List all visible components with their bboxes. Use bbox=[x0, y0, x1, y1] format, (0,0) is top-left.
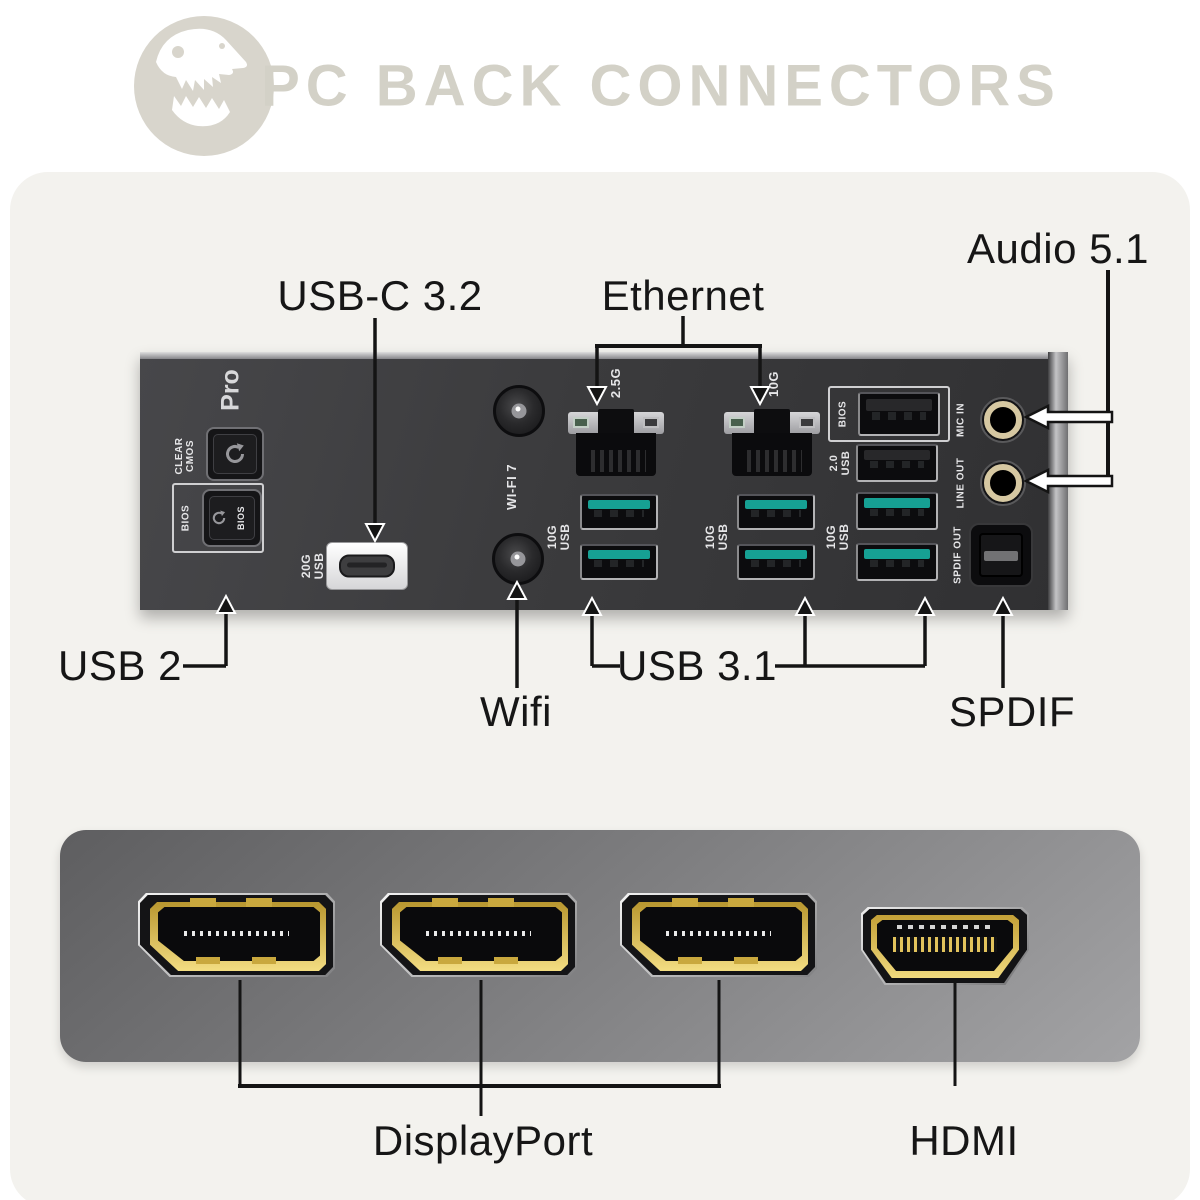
mic-in-jack bbox=[980, 397, 1026, 443]
usb-3-port bbox=[856, 543, 938, 581]
clear-cmos-button-face bbox=[213, 434, 257, 474]
ethernet-led bbox=[573, 417, 589, 428]
wifi-antenna-connector-2 bbox=[492, 533, 544, 585]
ethernet-10g-label: 10G bbox=[765, 370, 781, 398]
clear-cmos-label: CLEAR CMOS bbox=[174, 437, 196, 475]
ethernet-port-10g bbox=[724, 409, 820, 476]
usb-20-label: 2.0 USB bbox=[827, 450, 852, 476]
bios-button-face: BIOS bbox=[209, 496, 255, 540]
usb-3-port bbox=[856, 492, 938, 530]
annotation-usb2: USB 2 bbox=[58, 642, 182, 689]
usb-3-port bbox=[580, 494, 658, 530]
wifi-antenna-connector-1 bbox=[493, 385, 545, 437]
bios-port-label: BIOS bbox=[837, 400, 849, 428]
usb-3-port bbox=[737, 494, 815, 530]
annotation-displayport: DisplayPort bbox=[372, 1117, 594, 1164]
page-title: PC BACK CONNECTORS bbox=[261, 53, 1061, 119]
ethernet-2-5g-label: 2.5G bbox=[607, 367, 623, 399]
ethernet-led bbox=[643, 417, 659, 428]
displayport-port-2 bbox=[380, 893, 577, 977]
ethernet-led bbox=[729, 417, 745, 428]
usb-c-port bbox=[326, 542, 408, 590]
annotation-wifi: Wifi bbox=[480, 688, 552, 735]
antenna-stud bbox=[510, 551, 526, 567]
usb-10g-label-2: 10G USB bbox=[702, 523, 730, 551]
spdif-optical-port bbox=[969, 523, 1033, 587]
bios-button-label: BIOS bbox=[236, 505, 247, 530]
clockwise-arrow-icon bbox=[212, 510, 226, 525]
clear-cmos-button bbox=[206, 427, 264, 481]
annotation-hdmi: HDMI bbox=[909, 1117, 1019, 1164]
antenna-stud bbox=[511, 403, 527, 419]
usb-3-port bbox=[737, 544, 815, 580]
dinosaur-skull-icon bbox=[134, 16, 274, 156]
motherboard-io-shield: Pro CLEAR CMOS BIOS BIOS 20G bbox=[140, 352, 1068, 610]
annotation-audio: Audio 5.1 bbox=[967, 225, 1149, 272]
usb-10g-label-1: 10G USB bbox=[544, 523, 572, 551]
annotation-usb31: USB 3.1 bbox=[617, 642, 777, 689]
bios-flashback-button: BIOS bbox=[202, 489, 262, 547]
annotation-usb-c: USB-C 3.2 bbox=[277, 272, 483, 319]
annotation-spdif: SPDIF bbox=[948, 688, 1076, 735]
bios-button-frame bbox=[172, 483, 264, 553]
usb-3-port bbox=[580, 544, 658, 580]
bios-group-label: BIOS bbox=[180, 504, 192, 532]
shield-top-edge bbox=[140, 352, 1068, 359]
clockwise-arrow-icon bbox=[226, 443, 244, 463]
wifi-label: WI-FI 7 bbox=[503, 463, 519, 511]
bios-usb-port bbox=[858, 392, 940, 436]
usbc-port-label: 20G USB bbox=[298, 552, 326, 580]
hdmi-port bbox=[861, 907, 1029, 985]
line-out-jack bbox=[980, 460, 1026, 506]
spdif-out-label: SPDIF OUT bbox=[952, 526, 964, 584]
displayport-port-3 bbox=[620, 893, 817, 977]
ethernet-port-2-5g bbox=[568, 409, 664, 476]
line-out-label: LINE OUT bbox=[955, 457, 967, 509]
displayport-port-1 bbox=[138, 893, 335, 977]
usb-2-port bbox=[856, 444, 938, 482]
shield-right-edge bbox=[1048, 352, 1068, 610]
brand-label: Pro bbox=[216, 369, 245, 411]
mic-in-label: MIC IN bbox=[955, 402, 967, 438]
annotation-ethernet: Ethernet bbox=[601, 272, 765, 319]
usb-c-slot bbox=[339, 554, 395, 578]
ethernet-led bbox=[799, 417, 815, 428]
gpu-bracket-panel bbox=[60, 830, 1140, 1062]
usb-10g-label-3: 10G USB bbox=[823, 523, 851, 551]
dinosaur-logo bbox=[134, 16, 274, 156]
bios-port-frame bbox=[828, 386, 950, 442]
